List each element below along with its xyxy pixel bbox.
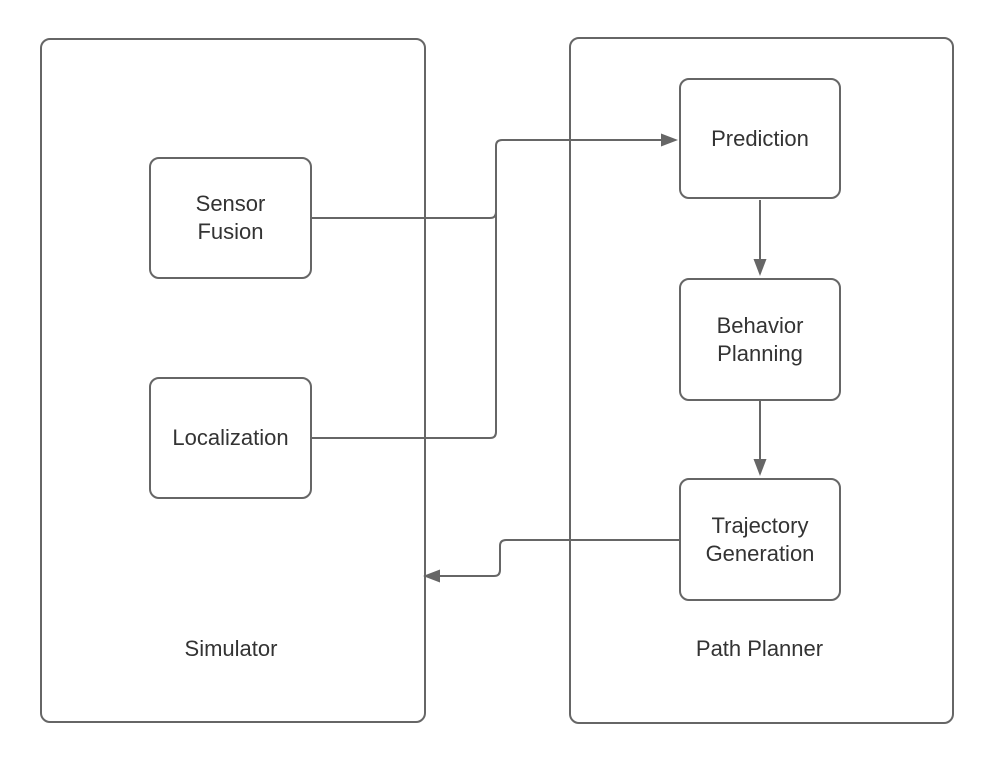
- node-localization: Localization: [149, 377, 312, 499]
- container-label-simulator: Simulator: [184, 636, 278, 661]
- node-trajectory-generation: Trajectory Generation: [679, 478, 841, 601]
- container-label-path-planner: Path Planner: [695, 636, 824, 661]
- node-sensor-fusion: Sensor Fusion: [149, 157, 312, 279]
- node-prediction: Prediction: [679, 78, 841, 199]
- node-behavior-planning: Behavior Planning: [679, 278, 841, 401]
